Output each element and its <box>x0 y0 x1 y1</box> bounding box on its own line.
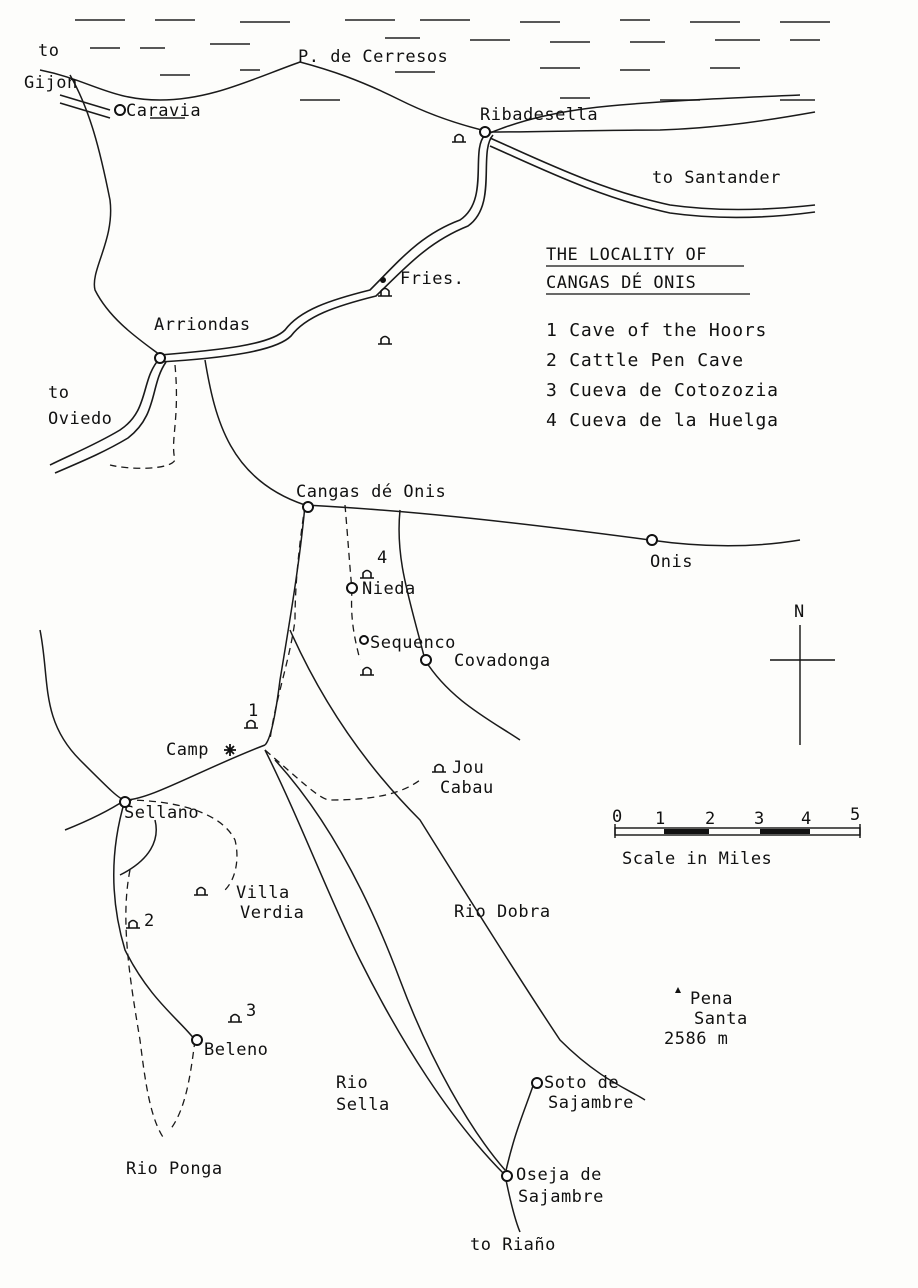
town-marker-icon[interactable] <box>302 501 314 513</box>
fries-dot <box>380 277 386 283</box>
label-cabau[interactable]: Cabau <box>440 778 494 798</box>
cave-icons <box>126 133 466 1023</box>
cave-arch-icon[interactable] <box>194 886 208 896</box>
town-marker-icon[interactable] <box>359 635 369 645</box>
cave-arch-icon[interactable] <box>378 287 392 297</box>
scale-tick-1: 1 <box>655 809 666 829</box>
cave-arch-icon[interactable] <box>378 335 392 345</box>
label-to-gijon-to: to <box>38 41 59 61</box>
label-santa[interactable]: Santa <box>694 1009 748 1029</box>
label-soto-de[interactable]: Soto de <box>544 1073 619 1093</box>
town-marker-icon[interactable] <box>154 352 166 364</box>
town-marker-icon[interactable] <box>531 1077 543 1089</box>
town-markers <box>114 104 658 1182</box>
legend-item-4: 4 Cueva de la Huelga <box>546 410 779 431</box>
camp-star-icon <box>224 744 236 756</box>
legend-item-2: 2 Cattle Pen Cave <box>546 350 744 371</box>
cave-arch-icon[interactable] <box>360 569 374 579</box>
scale-tick-0: 0 <box>612 807 623 827</box>
town-marker-icon[interactable] <box>420 654 432 666</box>
scale-tick-4: 4 <box>801 809 812 829</box>
label-to-santander[interactable]: to Santander <box>652 168 781 188</box>
label-fries[interactable]: Fries. <box>400 269 464 289</box>
label-to-oviedo-to: to <box>48 383 69 403</box>
town-marker-icon[interactable] <box>646 534 658 546</box>
label-arriondas[interactable]: Arriondas <box>154 315 251 335</box>
label-caravia[interactable]: Caravia <box>126 101 201 121</box>
cave-number-1: 1 <box>248 701 259 721</box>
label-rio-sella-1[interactable]: Rio <box>336 1073 368 1093</box>
cave-arch-icon[interactable] <box>432 763 446 773</box>
label-oseja-de[interactable]: Oseja de <box>516 1165 602 1185</box>
scale-tick-2: 2 <box>705 809 716 829</box>
label-rio-sella-2[interactable]: Sella <box>336 1095 390 1115</box>
compass-north-label: N <box>794 602 805 622</box>
label-jou[interactable]: Jou <box>452 758 484 778</box>
label-nieda[interactable]: Nieda <box>362 579 416 599</box>
map-title-line1: THE LOCALITY OF <box>546 245 707 265</box>
scale-bar <box>614 824 861 838</box>
label-beleno[interactable]: Beleno <box>204 1040 268 1060</box>
label-villa[interactable]: Villa <box>236 883 290 903</box>
label-onis[interactable]: Onis <box>650 552 693 572</box>
town-marker-icon[interactable] <box>119 796 131 808</box>
cave-arch-icon[interactable] <box>228 1013 242 1023</box>
cave-arch-icon[interactable] <box>452 133 466 143</box>
label-covadonga[interactable]: Covadonga <box>454 651 551 671</box>
scale-label: Scale in Miles <box>622 849 772 869</box>
label-sellano[interactable]: Sellano <box>124 803 199 823</box>
cave-arch-icon[interactable] <box>244 719 258 729</box>
label-sequenco[interactable]: Sequenco <box>370 633 456 653</box>
peak-triangle-icon <box>675 987 681 993</box>
label-pena-elevation: 2586 m <box>664 1029 728 1049</box>
label-ribadesella[interactable]: Ribadesella <box>480 105 598 125</box>
cave-arch-icon[interactable] <box>126 919 140 929</box>
label-rio-dobra[interactable]: Rio Dobra <box>454 902 551 922</box>
roads <box>49 94 816 474</box>
cave-number-2: 2 <box>144 911 155 931</box>
cave-number-4: 4 <box>377 548 388 568</box>
town-marker-icon[interactable] <box>479 126 491 138</box>
legend-item-1: 1 Cave of the Hoors <box>546 320 767 341</box>
cave-number-3: 3 <box>246 1001 257 1021</box>
label-oviedo[interactable]: Oviedo <box>48 409 112 429</box>
label-verdia[interactable]: Verdia <box>240 903 304 923</box>
town-marker-icon[interactable] <box>501 1170 513 1182</box>
label-sajambre-2[interactable]: Sajambre <box>518 1187 604 1207</box>
label-cangas-de-onis[interactable]: Cangas dé Onis <box>296 482 446 502</box>
label-pena[interactable]: Pena <box>690 989 733 1009</box>
label-rio-ponga[interactable]: Rio Ponga <box>126 1159 223 1179</box>
label-camp[interactable]: Camp <box>166 740 209 760</box>
scale-tick-3: 3 <box>754 809 765 829</box>
legend-item-3: 3 Cueva de Cotozozia <box>546 380 779 401</box>
label-p-de-cerresos[interactable]: P. de Cerresos <box>298 47 448 67</box>
town-marker-icon[interactable] <box>191 1034 203 1046</box>
scale-tick-5: 5 <box>850 805 861 825</box>
coastline <box>39 61 816 133</box>
cave-arch-icon[interactable] <box>360 666 374 676</box>
label-sajambre[interactable]: Sajambre <box>548 1093 634 1113</box>
label-to-riano[interactable]: to Riaño <box>470 1235 556 1255</box>
rivers <box>39 74 801 1233</box>
town-marker-icon[interactable] <box>346 582 358 594</box>
compass <box>770 625 835 745</box>
town-marker-icon[interactable] <box>114 104 126 116</box>
sea-dashes <box>75 19 830 119</box>
label-gijon[interactable]: Gijon <box>24 73 78 93</box>
map-title-line2: CANGAS DÉ ONIS <box>546 271 696 293</box>
